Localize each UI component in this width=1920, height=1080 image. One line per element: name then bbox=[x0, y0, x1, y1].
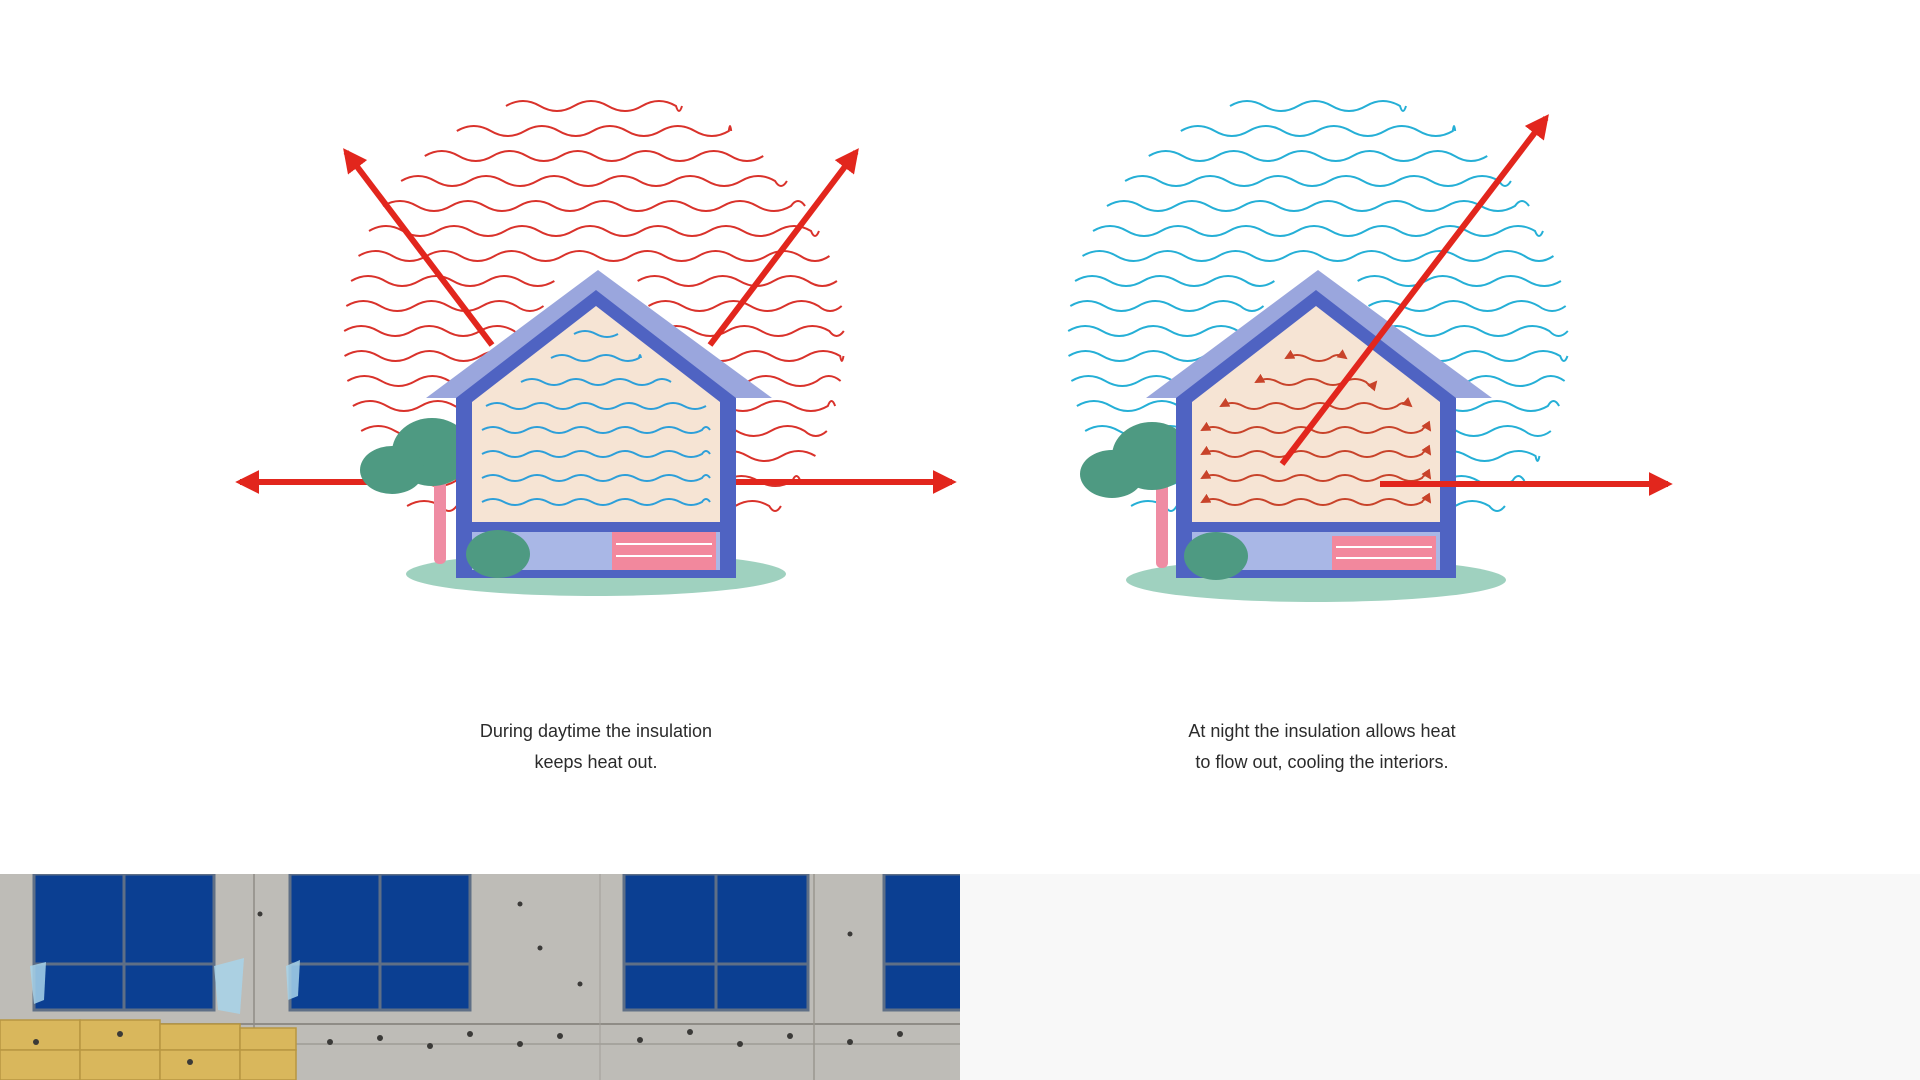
heat-arrow-up-left bbox=[343, 148, 495, 347]
wave-line bbox=[1219, 396, 1413, 410]
wave-line bbox=[1200, 468, 1432, 482]
wave-line bbox=[637, 275, 838, 287]
wave-line bbox=[1148, 150, 1488, 162]
bush bbox=[466, 530, 530, 578]
wave-line bbox=[550, 354, 642, 362]
tree-trunk bbox=[1156, 480, 1168, 568]
wave-line bbox=[400, 175, 788, 187]
caption-nighttime-line1: At night the insulation allows heat bbox=[1188, 721, 1456, 741]
wave-line bbox=[481, 498, 711, 506]
window bbox=[622, 874, 810, 1012]
wave-line bbox=[1069, 300, 1265, 312]
wave-line bbox=[358, 250, 831, 262]
house-nighttime-icon bbox=[1067, 100, 1673, 602]
wave-line bbox=[1284, 349, 1348, 362]
radiated-heat-arrows bbox=[235, 148, 957, 494]
heat-arrow-diagonal bbox=[1279, 114, 1549, 466]
outside-cool-waves bbox=[1067, 100, 1569, 512]
wave-line bbox=[1067, 325, 1254, 337]
wave-line bbox=[481, 474, 711, 482]
escaping-heat-arrows bbox=[1279, 114, 1673, 496]
wave-line bbox=[1357, 275, 1562, 287]
window bbox=[288, 874, 472, 1012]
wave-line bbox=[1378, 325, 1569, 337]
wave-line bbox=[1180, 125, 1457, 137]
caption-nighttime: At night the insulation allows heat to f… bbox=[1112, 716, 1532, 778]
steps bbox=[612, 532, 716, 570]
wave-line bbox=[647, 300, 843, 312]
wave-line bbox=[1229, 100, 1407, 112]
wave-line bbox=[382, 200, 806, 212]
house-daytime-icon bbox=[235, 100, 957, 596]
wave-line bbox=[1124, 175, 1512, 187]
wave-line bbox=[520, 378, 672, 386]
caption-daytime-line1: During daytime the insulation bbox=[479, 721, 713, 741]
house-interior bbox=[1192, 306, 1440, 522]
wave-line bbox=[345, 300, 545, 312]
wave-line bbox=[456, 125, 733, 137]
wave-line bbox=[1092, 225, 1544, 237]
caption-nighttime-line2: to flow out, cooling the interiors. bbox=[1195, 752, 1449, 772]
wave-line bbox=[1200, 420, 1432, 434]
bush bbox=[1184, 532, 1248, 580]
caption-daytime: During daytime the insulation keeps heat… bbox=[386, 716, 806, 778]
wave-line bbox=[1082, 250, 1555, 262]
empty-panel bbox=[960, 874, 1920, 1080]
wave-line bbox=[573, 330, 619, 338]
building-facade-photo bbox=[0, 874, 960, 1080]
wave-line bbox=[723, 475, 802, 487]
wave-line bbox=[485, 402, 707, 410]
interior-warm-waves bbox=[1200, 349, 1432, 506]
wave-line bbox=[481, 426, 711, 434]
interior-cool-waves bbox=[481, 330, 711, 506]
steps bbox=[1332, 536, 1436, 570]
wave-line bbox=[1074, 275, 1275, 287]
house-interior bbox=[472, 306, 720, 522]
wave-line bbox=[1254, 373, 1378, 392]
caption-daytime-line2: keeps heat out. bbox=[534, 752, 658, 772]
wave-line bbox=[1200, 444, 1432, 458]
wave-line bbox=[1454, 500, 1506, 512]
wave-line bbox=[350, 275, 555, 287]
tree-trunk bbox=[434, 478, 446, 564]
insulation-diagram bbox=[235, 100, 1673, 602]
window bbox=[32, 874, 216, 1012]
wave-line bbox=[368, 225, 820, 237]
wave-line bbox=[1200, 492, 1432, 506]
wave-line bbox=[481, 450, 711, 458]
wave-line bbox=[343, 325, 534, 337]
wave-line bbox=[658, 325, 845, 337]
wave-line bbox=[406, 500, 458, 512]
wave-line bbox=[1106, 200, 1530, 212]
heat-arrow-up-right bbox=[707, 148, 859, 347]
insulation-boards bbox=[0, 1019, 297, 1080]
window bbox=[882, 874, 960, 1012]
wave-line bbox=[424, 150, 764, 162]
wave-line bbox=[1433, 450, 1541, 462]
wave-line bbox=[734, 500, 782, 512]
wave-line bbox=[1130, 500, 1178, 512]
wave-line bbox=[505, 100, 683, 112]
